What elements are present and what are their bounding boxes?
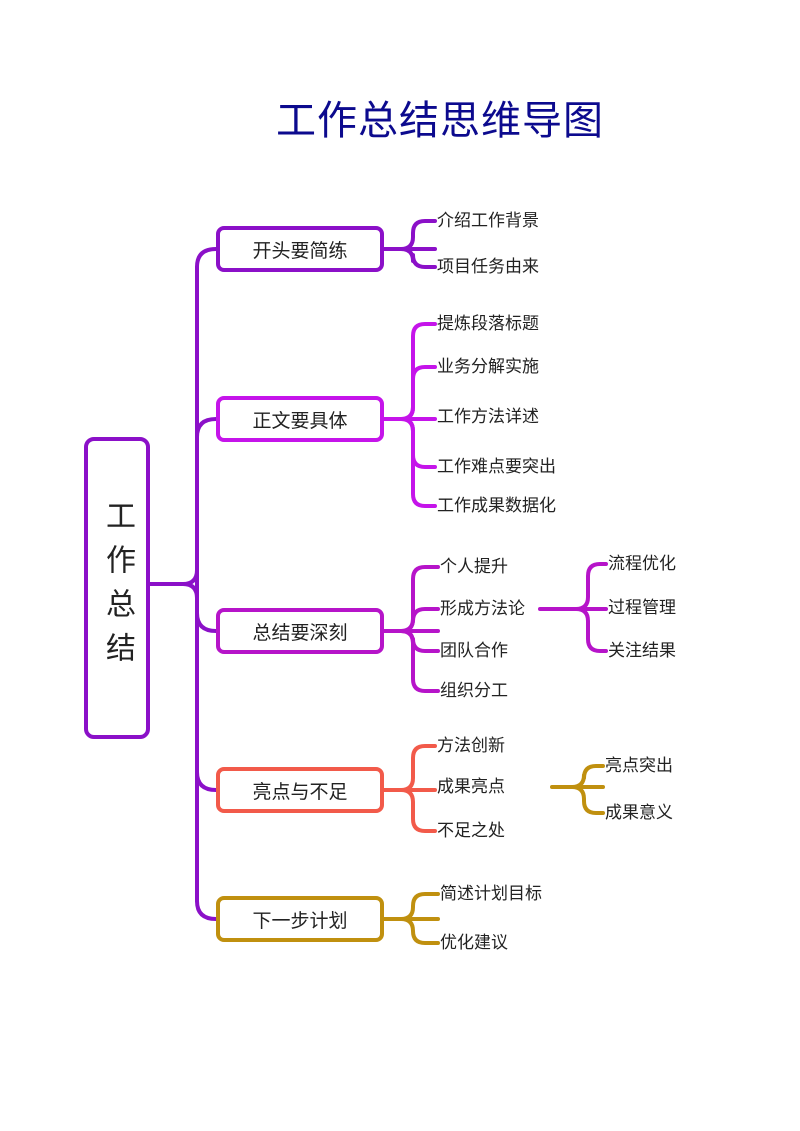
- leaf-node[interactable]: 组织分工: [440, 681, 508, 701]
- leaf-node[interactable]: 工作方法详述: [437, 407, 539, 427]
- trunk-root-up: [146, 568, 199, 586]
- branch-2-bracket-arm-4: [399, 417, 437, 508]
- leaf-node[interactable]: 工作成果数据化: [437, 496, 556, 516]
- root-label: 工作总结: [100, 500, 135, 676]
- trunk-arm-3: [195, 770, 218, 792]
- sub-bracket-3-2-arm-2: [574, 607, 608, 653]
- branch-node-3[interactable]: 总结要深刻: [216, 608, 384, 654]
- leaf-node[interactable]: 个人提升: [440, 557, 508, 577]
- sub-bracket-3-2-arm-0: [574, 562, 608, 611]
- branch-2-bracket-arm-1: [399, 365, 437, 421]
- branch-node-1[interactable]: 开头要简练: [216, 226, 384, 272]
- branch-1-bracket-arm-1: [399, 247, 437, 269]
- sub-bracket-4-2-arm-1: [570, 785, 605, 815]
- branch-label: 总结要深刻: [252, 621, 348, 644]
- leaf-node[interactable]: 成果亮点: [437, 777, 505, 797]
- leaf-node[interactable]: 方法创新: [437, 736, 505, 756]
- trunk-arm-2: [195, 611, 218, 633]
- sub-leaf-node[interactable]: 亮点突出: [605, 756, 673, 776]
- branch-label: 亮点与不足: [252, 780, 348, 803]
- branch-3-bracket-arm-3: [399, 629, 440, 693]
- branch-5-bracket-arm-1: [399, 917, 440, 945]
- leaf-node[interactable]: 不足之处: [437, 821, 505, 841]
- branch-1-bracket-arm-0: [399, 219, 437, 251]
- leaf-node[interactable]: 介绍工作背景: [437, 211, 539, 231]
- leaf-node[interactable]: 优化建议: [440, 933, 508, 953]
- trunk-arm-0: [195, 247, 218, 269]
- root-node[interactable]: 工作总结: [84, 437, 150, 739]
- branch-2-bracket-arm-3: [399, 417, 437, 469]
- branch-node-2[interactable]: 正文要具体: [216, 396, 384, 442]
- branch-label: 正文要具体: [252, 409, 348, 432]
- trunk-arm-4: [195, 899, 218, 921]
- branch-label: 开头要简练: [252, 239, 348, 262]
- page-title: 工作总结思维导图: [276, 98, 604, 144]
- trunk-root-down: [181, 582, 199, 600]
- branch-3-bracket-arm-1: [399, 607, 440, 633]
- leaf-node[interactable]: 业务分解实施: [437, 357, 539, 377]
- leaf-node[interactable]: 团队合作: [440, 641, 508, 661]
- branch-node-5[interactable]: 下一步计划: [216, 896, 384, 942]
- branch-5-bracket-arm-0: [399, 892, 440, 921]
- branch-node-4[interactable]: 亮点与不足: [216, 767, 384, 813]
- sub-leaf-node[interactable]: 成果意义: [605, 803, 673, 823]
- trunk-arm-1: [195, 417, 218, 439]
- branch-label: 下一步计划: [252, 909, 348, 932]
- leaf-node[interactable]: 提炼段落标题: [437, 314, 539, 334]
- leaf-node[interactable]: 简述计划目标: [440, 884, 542, 904]
- branch-3-bracket-arm-0: [399, 565, 440, 633]
- sub-leaf-node[interactable]: 关注结果: [608, 641, 676, 661]
- branch-4-bracket-arm-0: [399, 744, 437, 792]
- sub-bracket-4-2-arm-0: [570, 764, 605, 789]
- sub-leaf-node[interactable]: 过程管理: [608, 598, 676, 618]
- branch-2-bracket-arm-0: [399, 322, 437, 421]
- sub-leaf-node[interactable]: 流程优化: [608, 554, 676, 574]
- leaf-node[interactable]: 形成方法论: [440, 599, 525, 619]
- branch-4-bracket-arm-2: [399, 788, 437, 833]
- leaf-node[interactable]: 项目任务由来: [437, 257, 539, 277]
- leaf-node[interactable]: 工作难点要突出: [437, 457, 556, 477]
